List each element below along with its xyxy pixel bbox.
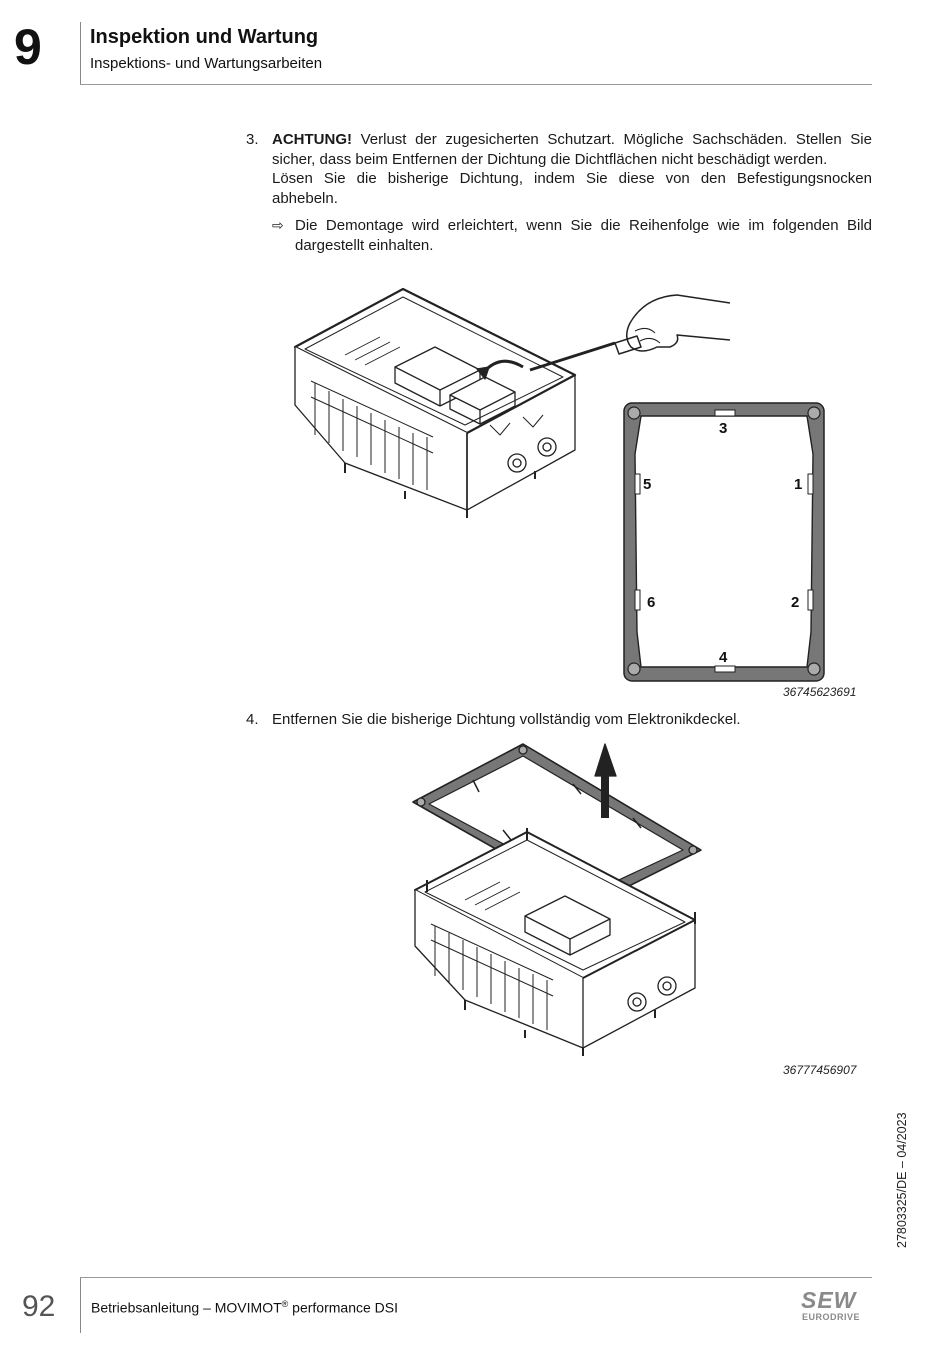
header-divider-horizontal [80, 84, 872, 85]
warning-text: Verlust der zugesicherten Schutzart. Mög… [272, 131, 872, 168]
document-id-text: 27803325/DE – 04/2023 [895, 1112, 909, 1248]
warning-paragraph: ACHTUNG! Verlust der zugesicherten Schut… [272, 130, 872, 169]
hint: ⇨ Die Demontage wird erleichtert, wenn S… [272, 216, 872, 255]
logo-subtext: EURODRIVE [802, 1312, 860, 1322]
footer-divider-vertical [80, 1277, 81, 1333]
hollow-arrow-right-icon: ⇨ [272, 217, 284, 234]
gasket-sequence-diagram: 3 5 1 6 2 4 [623, 402, 825, 682]
figure-id: 36777456907 [783, 1063, 857, 1077]
hint-text: Die Demontage wird erleichtert, wenn Sie… [295, 217, 872, 254]
gasket-label-4: 4 [719, 649, 728, 666]
chapter-number: 9 [14, 19, 42, 75]
page-number: 92 [22, 1290, 56, 1323]
section-title: Inspektions- und Wartungsarbeiten [90, 55, 323, 72]
step-4: 4. Entfernen Sie die bisherige Dichtung … [246, 710, 872, 730]
gasket-label-5: 5 [643, 476, 651, 493]
document-id: 27803325/DE – 04/2023 [890, 1078, 914, 1248]
step-number: 4. [246, 711, 259, 728]
gasket-label-3: 3 [719, 420, 727, 437]
step-number: 3. [246, 131, 259, 148]
logo-text: SEW [801, 1288, 858, 1313]
document-title: Betriebsanleitung – MOVIMOT® performance… [91, 1299, 398, 1316]
gasket-removal-illustration [412, 743, 702, 1056]
gasket-label-2: 2 [791, 594, 799, 611]
chapter-title: Inspektion und Wartung [90, 26, 319, 48]
gasket-label-6: 6 [647, 594, 655, 611]
figure-id: 36745623691 [783, 685, 857, 699]
warning-label: ACHTUNG! [272, 131, 352, 148]
header-divider-vertical [80, 22, 81, 85]
sew-eurodrive-logo: SEW EURODRIVE [801, 1288, 860, 1322]
step-3: 3. ACHTUNG! Verlust der zugesicherten Sc… [246, 130, 872, 256]
gasket-label-1: 1 [794, 476, 802, 493]
instruction-text: Entfernen Sie die bisherige Dichtung vol… [272, 711, 741, 728]
housing-screwdriver-illustration [293, 287, 731, 518]
footer-divider-horizontal [80, 1277, 872, 1278]
instruction-text: Lösen Sie die bisherige Dichtung, indem … [272, 170, 872, 207]
